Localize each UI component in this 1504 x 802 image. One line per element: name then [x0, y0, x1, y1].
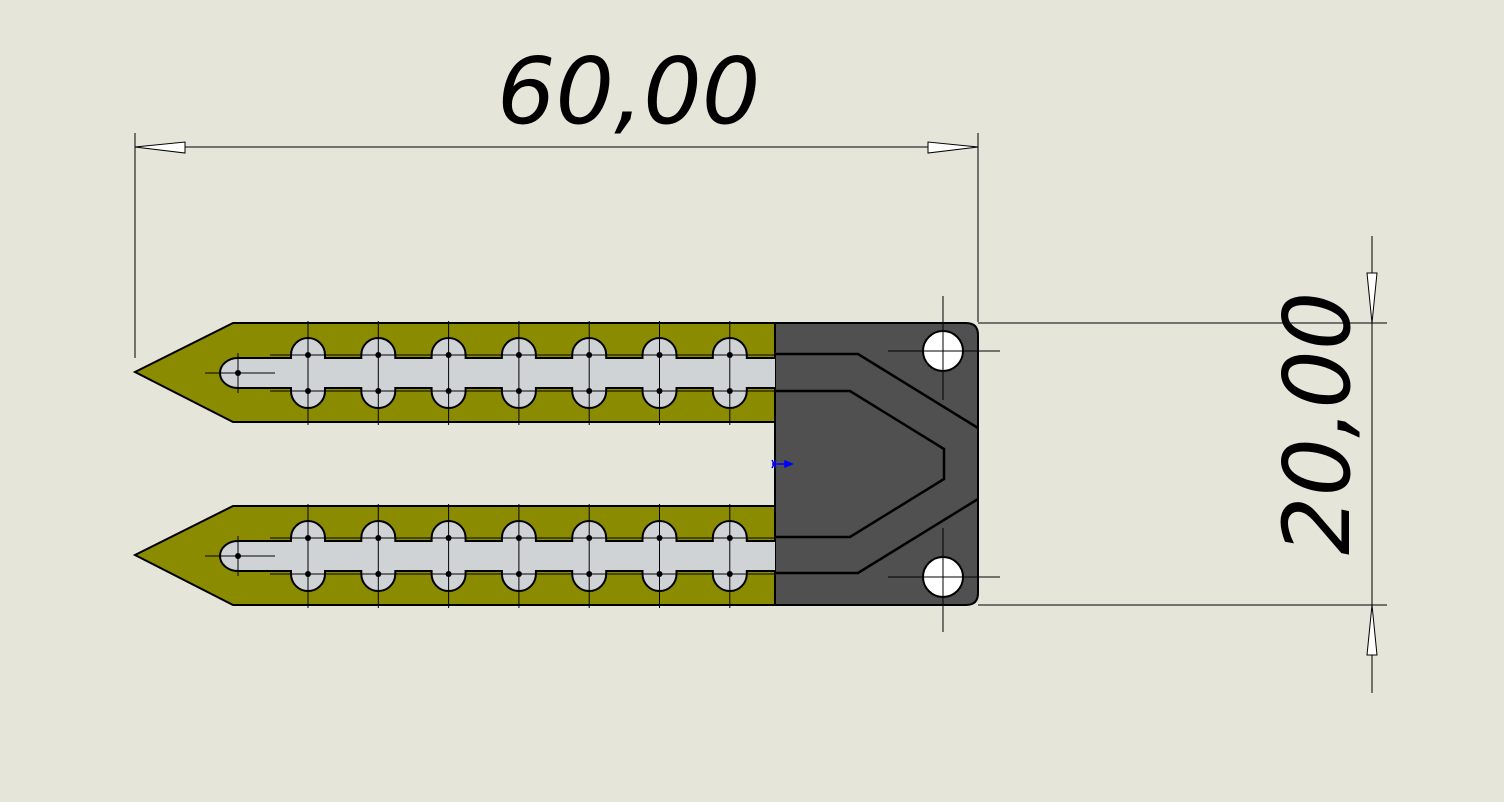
top-pad-dot-bottom-6 — [656, 388, 663, 394]
bottom-pad-dot-top-1 — [305, 535, 311, 541]
height-dimension-label[interactable]: 20,00 — [1264, 292, 1371, 555]
width-dimension-label[interactable]: 60,00 — [497, 38, 760, 145]
top-electrode[interactable] — [205, 321, 775, 425]
bottom-pad-dot-top-5 — [586, 535, 593, 541]
bottom-pad-dot-top-7 — [726, 535, 733, 541]
top-pad-dot-top-5 — [586, 352, 593, 358]
top-tip-center-dot — [235, 370, 241, 376]
height-arrow-top — [1366, 272, 1378, 324]
bottom-electrode[interactable] — [205, 504, 775, 608]
bottom-pad-dot-top-3 — [445, 535, 452, 541]
top-pad-dot-top-4 — [515, 352, 522, 358]
top-pad-dot-bottom-1 — [305, 388, 311, 394]
width-arrow-right — [927, 141, 979, 154]
bottom-pad-dot-top-4 — [515, 535, 522, 541]
top-pad-dot-bottom-7 — [726, 388, 733, 394]
connector-traces — [775, 352, 979, 575]
top-pad-dot-bottom-2 — [375, 388, 382, 394]
top-electrode-centerlines — [205, 321, 775, 425]
top-pad-dot-bottom-5 — [586, 388, 593, 394]
height-dimension — [978, 236, 1387, 693]
trace-3 — [775, 497, 979, 575]
trace-1 — [775, 352, 979, 430]
origin-marker-x2 — [771, 459, 777, 469]
bottom-pad-dot-bottom-3 — [445, 571, 452, 577]
top-pad-dot-top-6 — [656, 352, 663, 358]
connector-block[interactable] — [774, 322, 979, 606]
bottom-pad-dot-bottom-5 — [586, 571, 593, 577]
bottom-pad-dot-top-6 — [656, 535, 663, 541]
trace-2 — [775, 389, 946, 539]
top-pad-dot-top-7 — [726, 352, 733, 358]
bottom-pad-dot-bottom-6 — [656, 571, 663, 577]
top-pad-dot-top-3 — [445, 352, 452, 358]
bottom-pad-dot-bottom-1 — [305, 571, 311, 577]
origin-marker-arrow — [784, 459, 794, 469]
width-dimension — [134, 133, 979, 358]
bottom-pad-dot-bottom-2 — [375, 571, 382, 577]
mounting-holes — [888, 296, 1000, 632]
width-arrow-left — [134, 141, 186, 154]
top-pad-dot-bottom-4 — [515, 388, 522, 394]
bottom-pad-dot-bottom-4 — [515, 571, 522, 577]
origin-marker-icon — [771, 459, 794, 469]
height-arrow-bottom — [1366, 604, 1378, 656]
top-pad-dot-bottom-3 — [445, 388, 452, 394]
top-pad-dot-top-2 — [375, 352, 382, 358]
bottom-tip-center-dot — [235, 553, 241, 559]
bottom-pad-dot-top-2 — [375, 535, 382, 541]
top-pad-dot-top-1 — [305, 352, 311, 358]
bottom-pad-dot-bottom-7 — [726, 571, 733, 577]
